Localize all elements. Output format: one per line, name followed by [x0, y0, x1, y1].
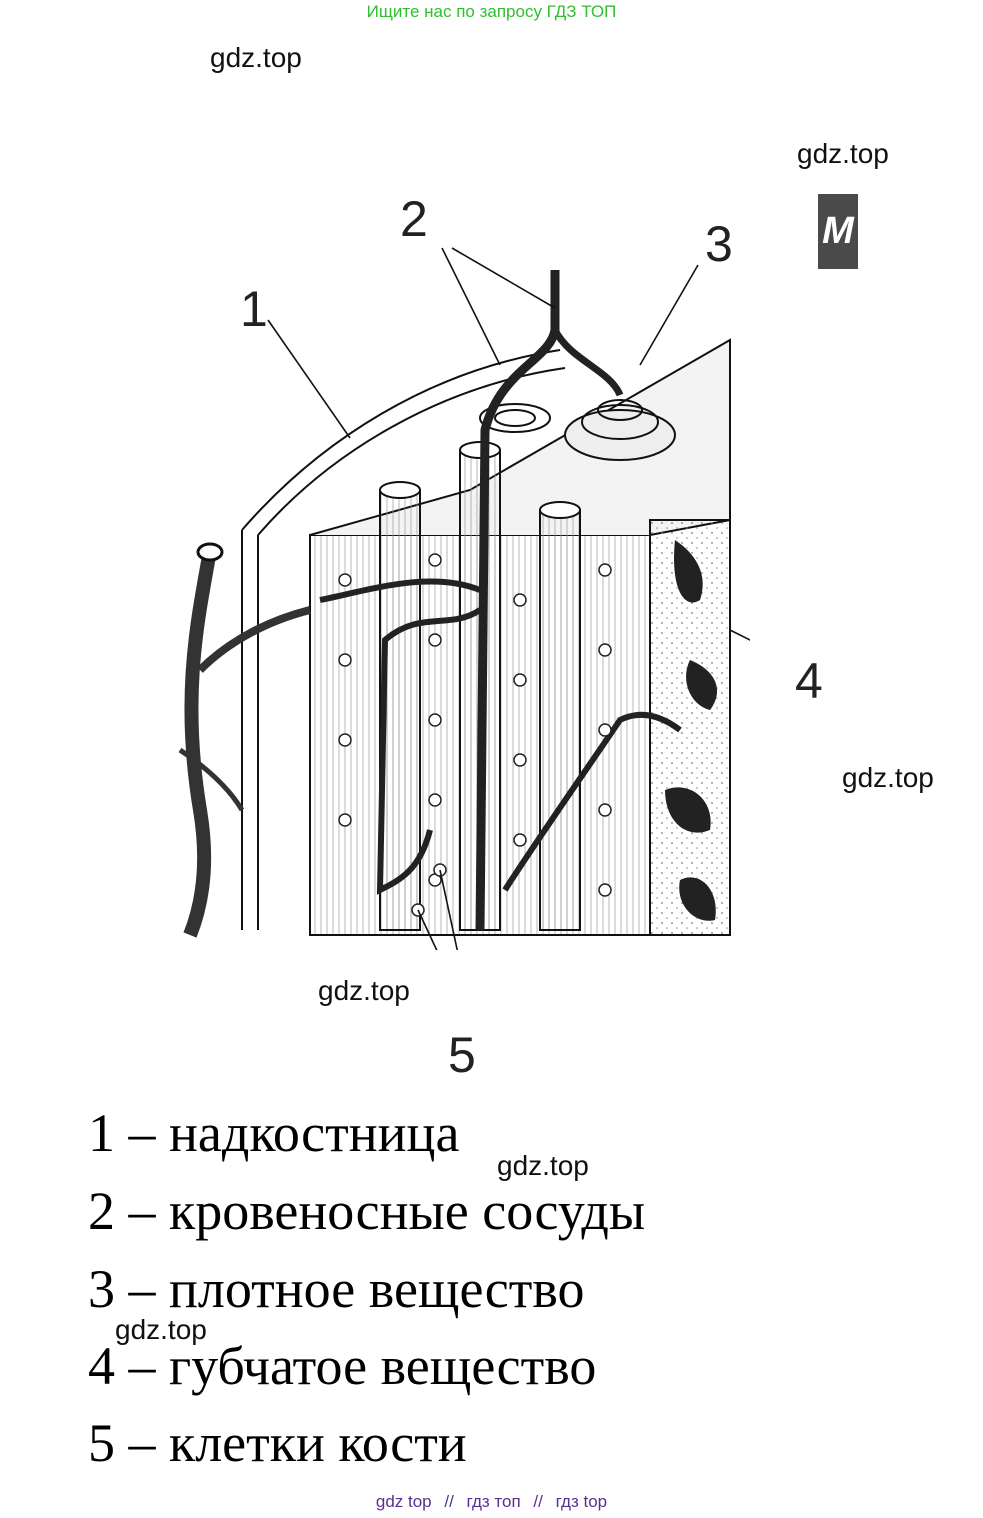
watermark: gdz.top: [318, 975, 410, 1006]
footer-separator: //: [533, 1492, 543, 1511]
search-hint-link[interactable]: Ищите нас по запросу ГДЗ ТОП: [366, 2, 617, 21]
callout-number-2: 2: [400, 191, 428, 247]
callout-number-1: 1: [240, 281, 268, 337]
legend-item-2: 2 – кровеносные сосуды: [88, 1181, 646, 1241]
footer-link-gdz-top-ru[interactable]: гдз топ: [466, 1492, 521, 1511]
callout-number-4: 4: [795, 653, 823, 709]
legend-item-1: 1 – надкостница: [88, 1103, 460, 1163]
watermark: gdz.top: [842, 762, 934, 793]
callout-number-3: 3: [705, 216, 733, 272]
footer-separator: //: [444, 1492, 454, 1511]
footer-link-gdz-top-mixed[interactable]: гдз top: [555, 1492, 608, 1511]
legend-item-3: 3 – плотное вещество: [88, 1259, 585, 1319]
watermark: gdz.top: [497, 1150, 589, 1181]
callout-number-5: 5: [448, 1027, 476, 1083]
bone-structure-diagram: [178, 247, 750, 950]
watermark: gdz.top: [797, 138, 889, 169]
footer-link-gdz-top[interactable]: gdz top: [375, 1492, 432, 1511]
watermark: gdz.top: [210, 42, 302, 73]
legend-item-5: 5 – клетки кости: [88, 1413, 467, 1473]
watermark: gdz.top: [115, 1314, 207, 1345]
footer-links: gdz top // гдз топ // гдз top: [0, 1492, 983, 1512]
legend-item-4: 4 – губчатое вещество: [88, 1336, 597, 1396]
site-logo: M: [818, 194, 858, 269]
